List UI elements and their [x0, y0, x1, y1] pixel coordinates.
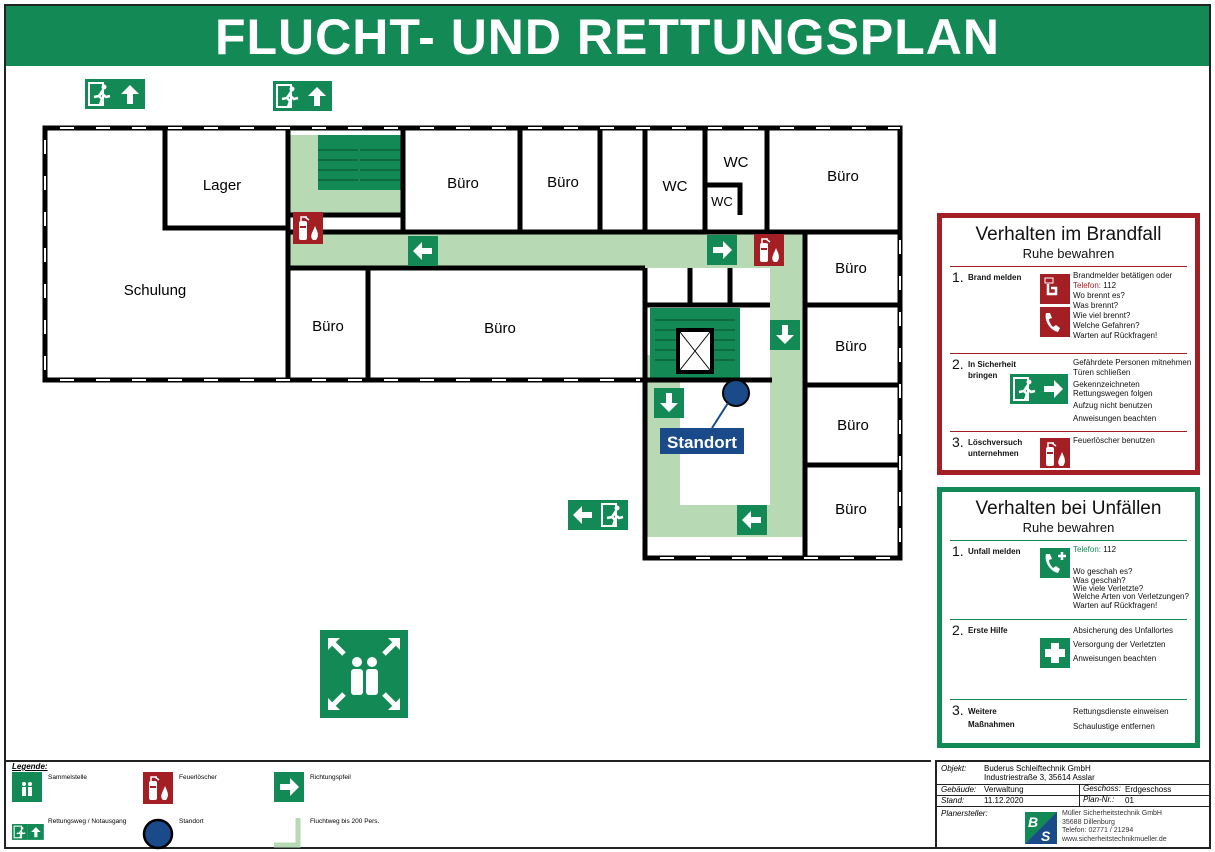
room-wc: WC	[663, 178, 688, 195]
fire-extinguisher-icon	[1040, 438, 1070, 468]
arrow-down-icon	[654, 388, 684, 418]
panel-subtitle: Ruhe bewahren	[1022, 246, 1115, 261]
room-buero: Büro	[835, 260, 867, 277]
exit-sign	[83, 77, 145, 111]
arrow-right-icon	[274, 772, 304, 802]
room-lager: Lager	[203, 177, 241, 194]
fire-extinguisher-icon	[143, 772, 173, 804]
fire-alarm-icon	[1040, 274, 1070, 304]
section-2: 2.Erste Hilfe Absicherung des Unfallorte…	[950, 619, 1187, 699]
arrow-left-icon	[737, 505, 767, 535]
exit-sign-icon	[12, 824, 44, 840]
room-buero: Büro	[835, 338, 867, 355]
fire-phone-icon	[1040, 307, 1070, 337]
room-buero: Büro	[447, 175, 479, 192]
assembly-point-icon	[12, 772, 42, 802]
section-2: 2.In Sicherheit bringen Gefährdete Perso…	[950, 353, 1191, 431]
company-logo: BS	[1025, 812, 1057, 844]
panel-subtitle: Ruhe bewahren	[1022, 520, 1115, 535]
fire-extinguisher-icon	[292, 211, 324, 245]
page-title: FLUCHT- UND RETTUNGSPLAN	[6, 6, 1209, 66]
exit-right-icon	[1010, 374, 1068, 404]
exit-sign	[271, 79, 332, 113]
standort-icon	[142, 818, 174, 850]
standort-marker	[722, 379, 750, 407]
arrow-down-icon	[770, 320, 800, 350]
first-aid-icon	[1040, 638, 1070, 668]
svg-text:S: S	[1041, 828, 1051, 844]
section-1: 1.Brand melden Brandmelder betätigen ode…	[950, 266, 1187, 353]
assembly-point-icon	[320, 630, 408, 718]
arrow-left-icon	[408, 236, 438, 266]
arrow-right-icon	[707, 235, 737, 265]
escape-route-icon	[274, 818, 301, 848]
panel-title: Verhalten im Brandfall	[975, 224, 1162, 245]
room-buero: Büro	[827, 168, 859, 185]
exit-sign	[568, 498, 630, 532]
windows	[44, 127, 901, 559]
legend: Legende: Sammelstelle Feuerlöscher Richt…	[6, 760, 931, 850]
svg-text:B: B	[1028, 814, 1038, 830]
room-schulung: Schulung	[124, 282, 187, 299]
emergency-phone-icon	[1040, 548, 1070, 578]
room-buero: Büro	[835, 501, 867, 518]
section-3: 3.Weitere Maßnahmen Rettungsdienste einw…	[950, 699, 1187, 744]
accident-behavior-panel: Verhalten bei Unfällen Ruhe bewahren 1.U…	[937, 487, 1200, 748]
standort-label: Standort	[667, 433, 737, 452]
room-buero: Büro	[837, 417, 869, 434]
fire-behavior-panel: Verhalten im Brandfall Ruhe bewahren 1.B…	[937, 213, 1200, 475]
room-buero: Büro	[547, 174, 579, 191]
room-wc: WC	[711, 194, 733, 209]
fire-extinguisher-icon	[753, 233, 785, 267]
room-wc: WC	[724, 154, 749, 171]
panel-title: Verhalten bei Unfällen	[975, 498, 1162, 519]
section-3: 3.Löschversuch unternehmen Feuerlöscher …	[950, 431, 1187, 471]
room-buero: Büro	[312, 318, 344, 335]
plan-frame	[4, 4, 1211, 849]
room-buero: Büro	[484, 320, 516, 337]
